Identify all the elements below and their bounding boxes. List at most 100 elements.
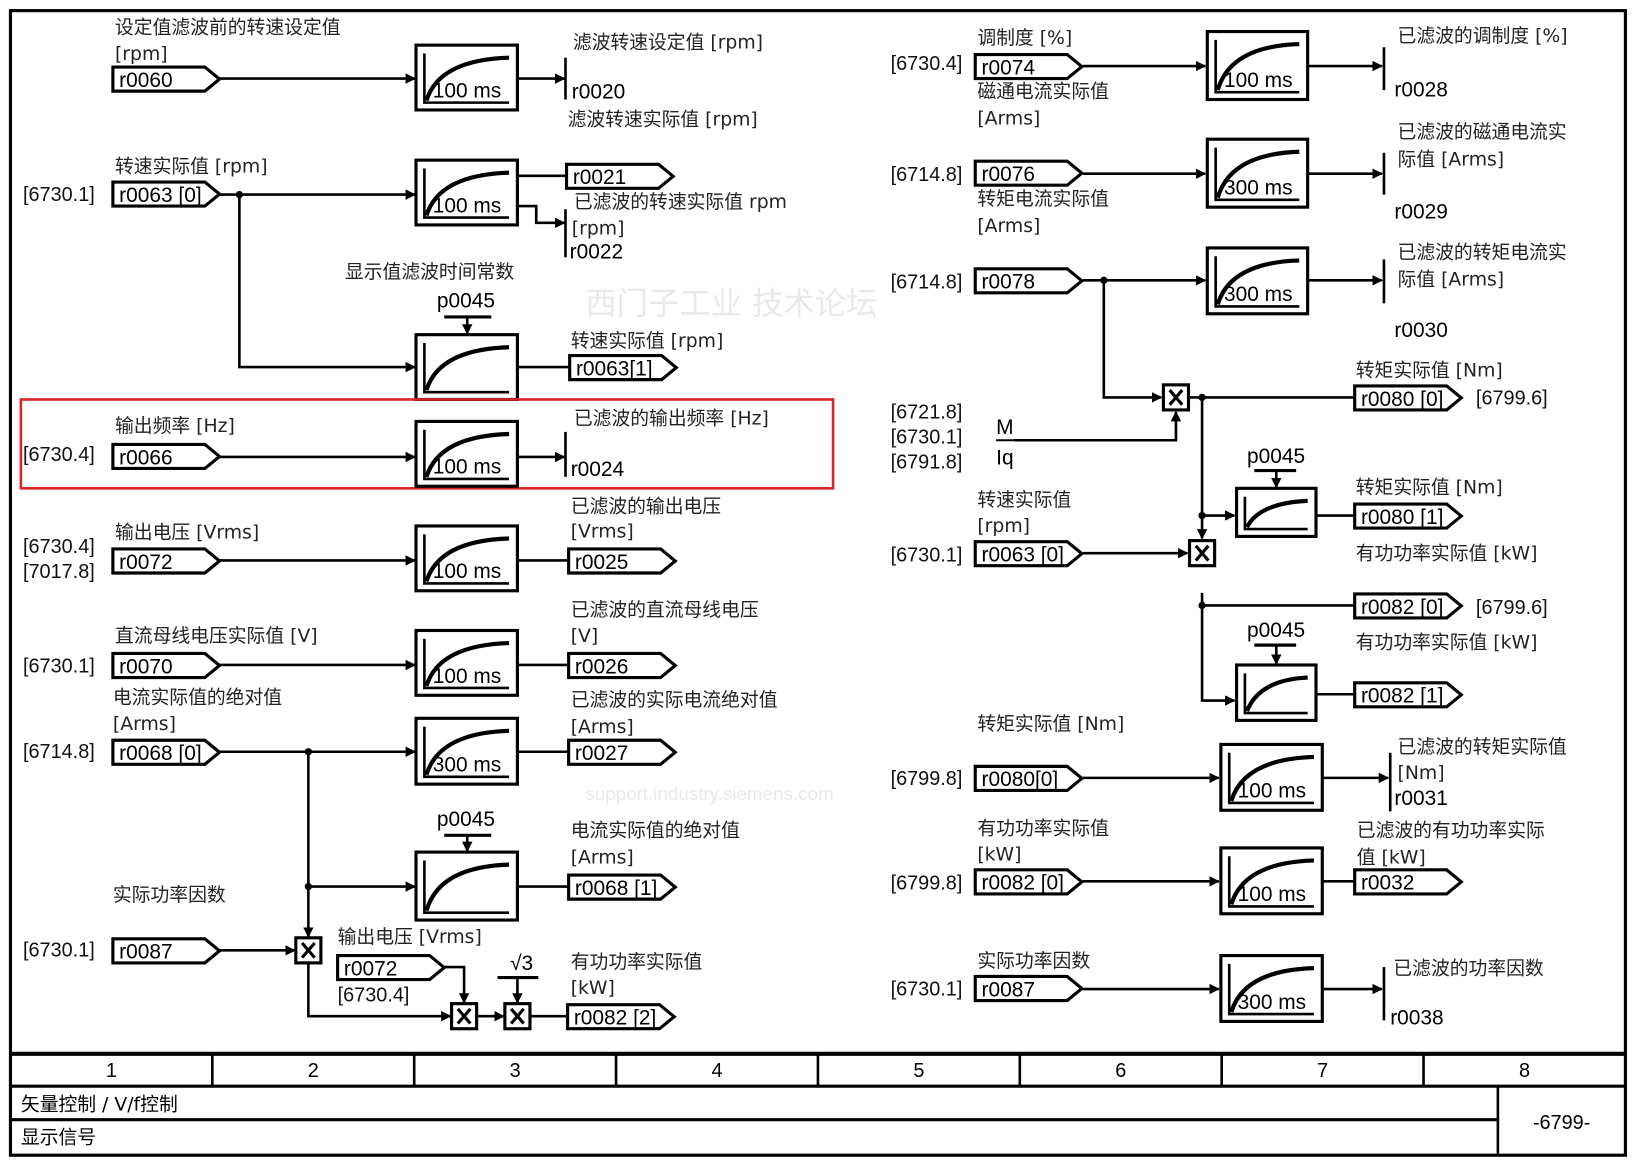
label-o-iabs-u: [Arms] xyxy=(571,848,634,869)
signal-connector-s-r0082-1: r0082 [1] xyxy=(1353,681,1464,709)
label-o-mod-filt: 已滤波的调制度 [%] xyxy=(1398,25,1568,47)
column-number: 7 xyxy=(1317,1060,1328,1082)
label-o-n-filt: 滤波转速实际值 [rpm] xyxy=(568,109,758,131)
label-ref-6730-4-b: [6730.4] xyxy=(23,536,95,558)
filter-axes-icon xyxy=(1214,39,1300,94)
label-o-r0029: r0029 xyxy=(1394,201,1447,224)
filter-time-constant: 100 ms xyxy=(1224,69,1293,92)
filter-step-response-icon xyxy=(1229,966,1314,1013)
label-l-sp-pre: 设定值滤波前的转速设定值 xyxy=(115,17,341,39)
label-l-n-act: 转速实际值 [rpm] xyxy=(115,156,268,178)
connector-parameter: r0074 xyxy=(982,56,1035,79)
signal-connector-s-r0080-0-b: r0080[0] xyxy=(973,764,1085,792)
connector-shape xyxy=(111,65,222,93)
label-o-n-filt2-u: [rpm] xyxy=(572,218,625,239)
label-l-mod: 调制度 [%] xyxy=(977,27,1072,49)
connector-shape xyxy=(973,267,1085,295)
signal-line xyxy=(517,204,566,229)
connector-parameter: r0087 xyxy=(982,978,1035,1001)
filter-step-response-icon xyxy=(1215,42,1300,91)
label-l-p: 有功功率实际值 xyxy=(977,817,1109,839)
label-o-r0020: r0020 xyxy=(572,80,625,103)
label-o-tq2: 转矩实际值 [Nm] xyxy=(1356,477,1503,499)
label-o-n-filt2: 已滤波的转速实际值 rpm xyxy=(574,191,787,213)
connector-parameter: r0082 [0] xyxy=(1361,596,1443,619)
label-p0045-a: p0045 xyxy=(437,290,495,313)
connector-parameter: r0082 [0] xyxy=(982,872,1064,895)
signal-connector-s-r0068-0: r0068 [0] xyxy=(111,738,222,766)
filter-box xyxy=(414,158,519,227)
filter-axes-icon xyxy=(1243,496,1308,531)
label-ref-7017-8: [7017.8] xyxy=(23,561,95,583)
connector-shape xyxy=(973,52,1085,81)
junction-dot xyxy=(235,190,244,199)
filter-time-constant: 100 ms xyxy=(433,79,502,102)
signal-line xyxy=(238,194,417,373)
label-sqrt3: √3 xyxy=(510,952,533,975)
label-o-r0030: r0030 xyxy=(1394,319,1447,342)
connector-parameter: r0070 xyxy=(119,655,172,678)
signal-connector-s-r0080-1: r0080 [1] xyxy=(1353,502,1464,530)
signal-connector-s-r0082-0-b: r0082 [0] xyxy=(973,868,1085,896)
column-number: 1 xyxy=(106,1060,117,1082)
signal-connector-s-r0032: r0032 xyxy=(1353,868,1464,896)
connector-parameter: r0060 xyxy=(119,69,172,92)
label-ref-6721-8: [6721.8] xyxy=(891,401,963,423)
label-o-r0031: r0031 xyxy=(1394,787,1447,810)
label-o-tq: 转矩实际值 [Nm] xyxy=(1356,359,1503,381)
label-o-p2: 有功功率实际值 [kW] xyxy=(1356,542,1538,564)
connector-shape xyxy=(973,540,1085,568)
label-p0045-d: p0045 xyxy=(1247,619,1305,642)
filter-axes-icon xyxy=(1243,673,1308,715)
label-ref-6730-1-a: [6730.1] xyxy=(23,184,95,206)
connector-shape xyxy=(567,547,678,575)
connector-parameter: r0026 xyxy=(575,655,628,678)
label-o-p-u: [kW] xyxy=(571,978,615,999)
label-o-volt-filt-u: [Vrms] xyxy=(571,521,634,542)
signal-connector-s-r0082-0: r0082 [0] xyxy=(1353,592,1464,620)
connector-parameter: r0087 xyxy=(119,941,172,964)
label-ref-6730-1-c: [6730.1] xyxy=(23,940,95,962)
label-l-p-u: [kW] xyxy=(977,844,1021,865)
label-o-tq-filt: 已滤波的转矩实际值 xyxy=(1398,736,1567,758)
pt1-filter-block: 100 ms xyxy=(1205,29,1310,102)
signal-connector-s-r0063-0-b: r0063 [0] xyxy=(973,540,1085,568)
filter-axes-icon xyxy=(1214,256,1300,308)
label-ref-6714-8-a: [6714.8] xyxy=(23,741,95,763)
filter-step-response-icon xyxy=(424,431,510,478)
label-o-iflux-filt2: 际值 [Arms] xyxy=(1398,148,1505,170)
filter-step-response-icon xyxy=(424,536,510,583)
column-number: 3 xyxy=(510,1060,521,1082)
filter-box xyxy=(414,524,519,593)
connector-parameter: r0080 [0] xyxy=(1361,388,1443,411)
label-l-iabs: 电流实际值的绝对值 xyxy=(113,687,282,709)
filter-time-constant: 100 ms xyxy=(1238,883,1307,906)
connector-shape xyxy=(111,937,222,965)
filter-time-constant: 100 ms xyxy=(1238,780,1307,803)
label-o-itq-filt: 已滤波的转矩电流实 xyxy=(1398,241,1567,263)
filter-time-constant: 300 ms xyxy=(1238,991,1307,1014)
connector-parameter: r0021 xyxy=(573,166,626,189)
label-ref-6730-4-d: [6730.4] xyxy=(891,53,963,75)
signal-connector-s-r0074: r0074 xyxy=(973,52,1085,81)
label-o-sp-filt: 滤波转速设定值 [rpm] xyxy=(573,31,763,53)
pt1-filter-block: 300 ms xyxy=(1205,137,1310,209)
connector-shape xyxy=(973,974,1085,1003)
highlight-box xyxy=(19,398,835,490)
connector-parameter: r0080[0] xyxy=(982,768,1059,791)
filter-time-constant: 300 ms xyxy=(1224,283,1293,306)
filter-axes-icon xyxy=(1214,147,1300,202)
filter-step-response-icon xyxy=(424,640,510,687)
pt1-filter-block: 100 ms xyxy=(414,158,519,227)
multiply-icon xyxy=(509,1007,525,1025)
label-o-iabs-filt-u: [Arms] xyxy=(571,717,634,738)
filter-step-response-icon xyxy=(424,170,510,217)
connector-shape xyxy=(111,547,222,575)
label-p0045-b: p0045 xyxy=(437,808,495,831)
filter-axes-icon xyxy=(1227,963,1314,1016)
filter-axes-icon xyxy=(423,53,510,104)
filter-step-response-icon xyxy=(424,55,510,102)
filter-time-constant: 100 ms xyxy=(433,456,502,479)
filter-time-constant: 100 ms xyxy=(433,560,502,583)
multiply-icon xyxy=(1168,389,1184,406)
